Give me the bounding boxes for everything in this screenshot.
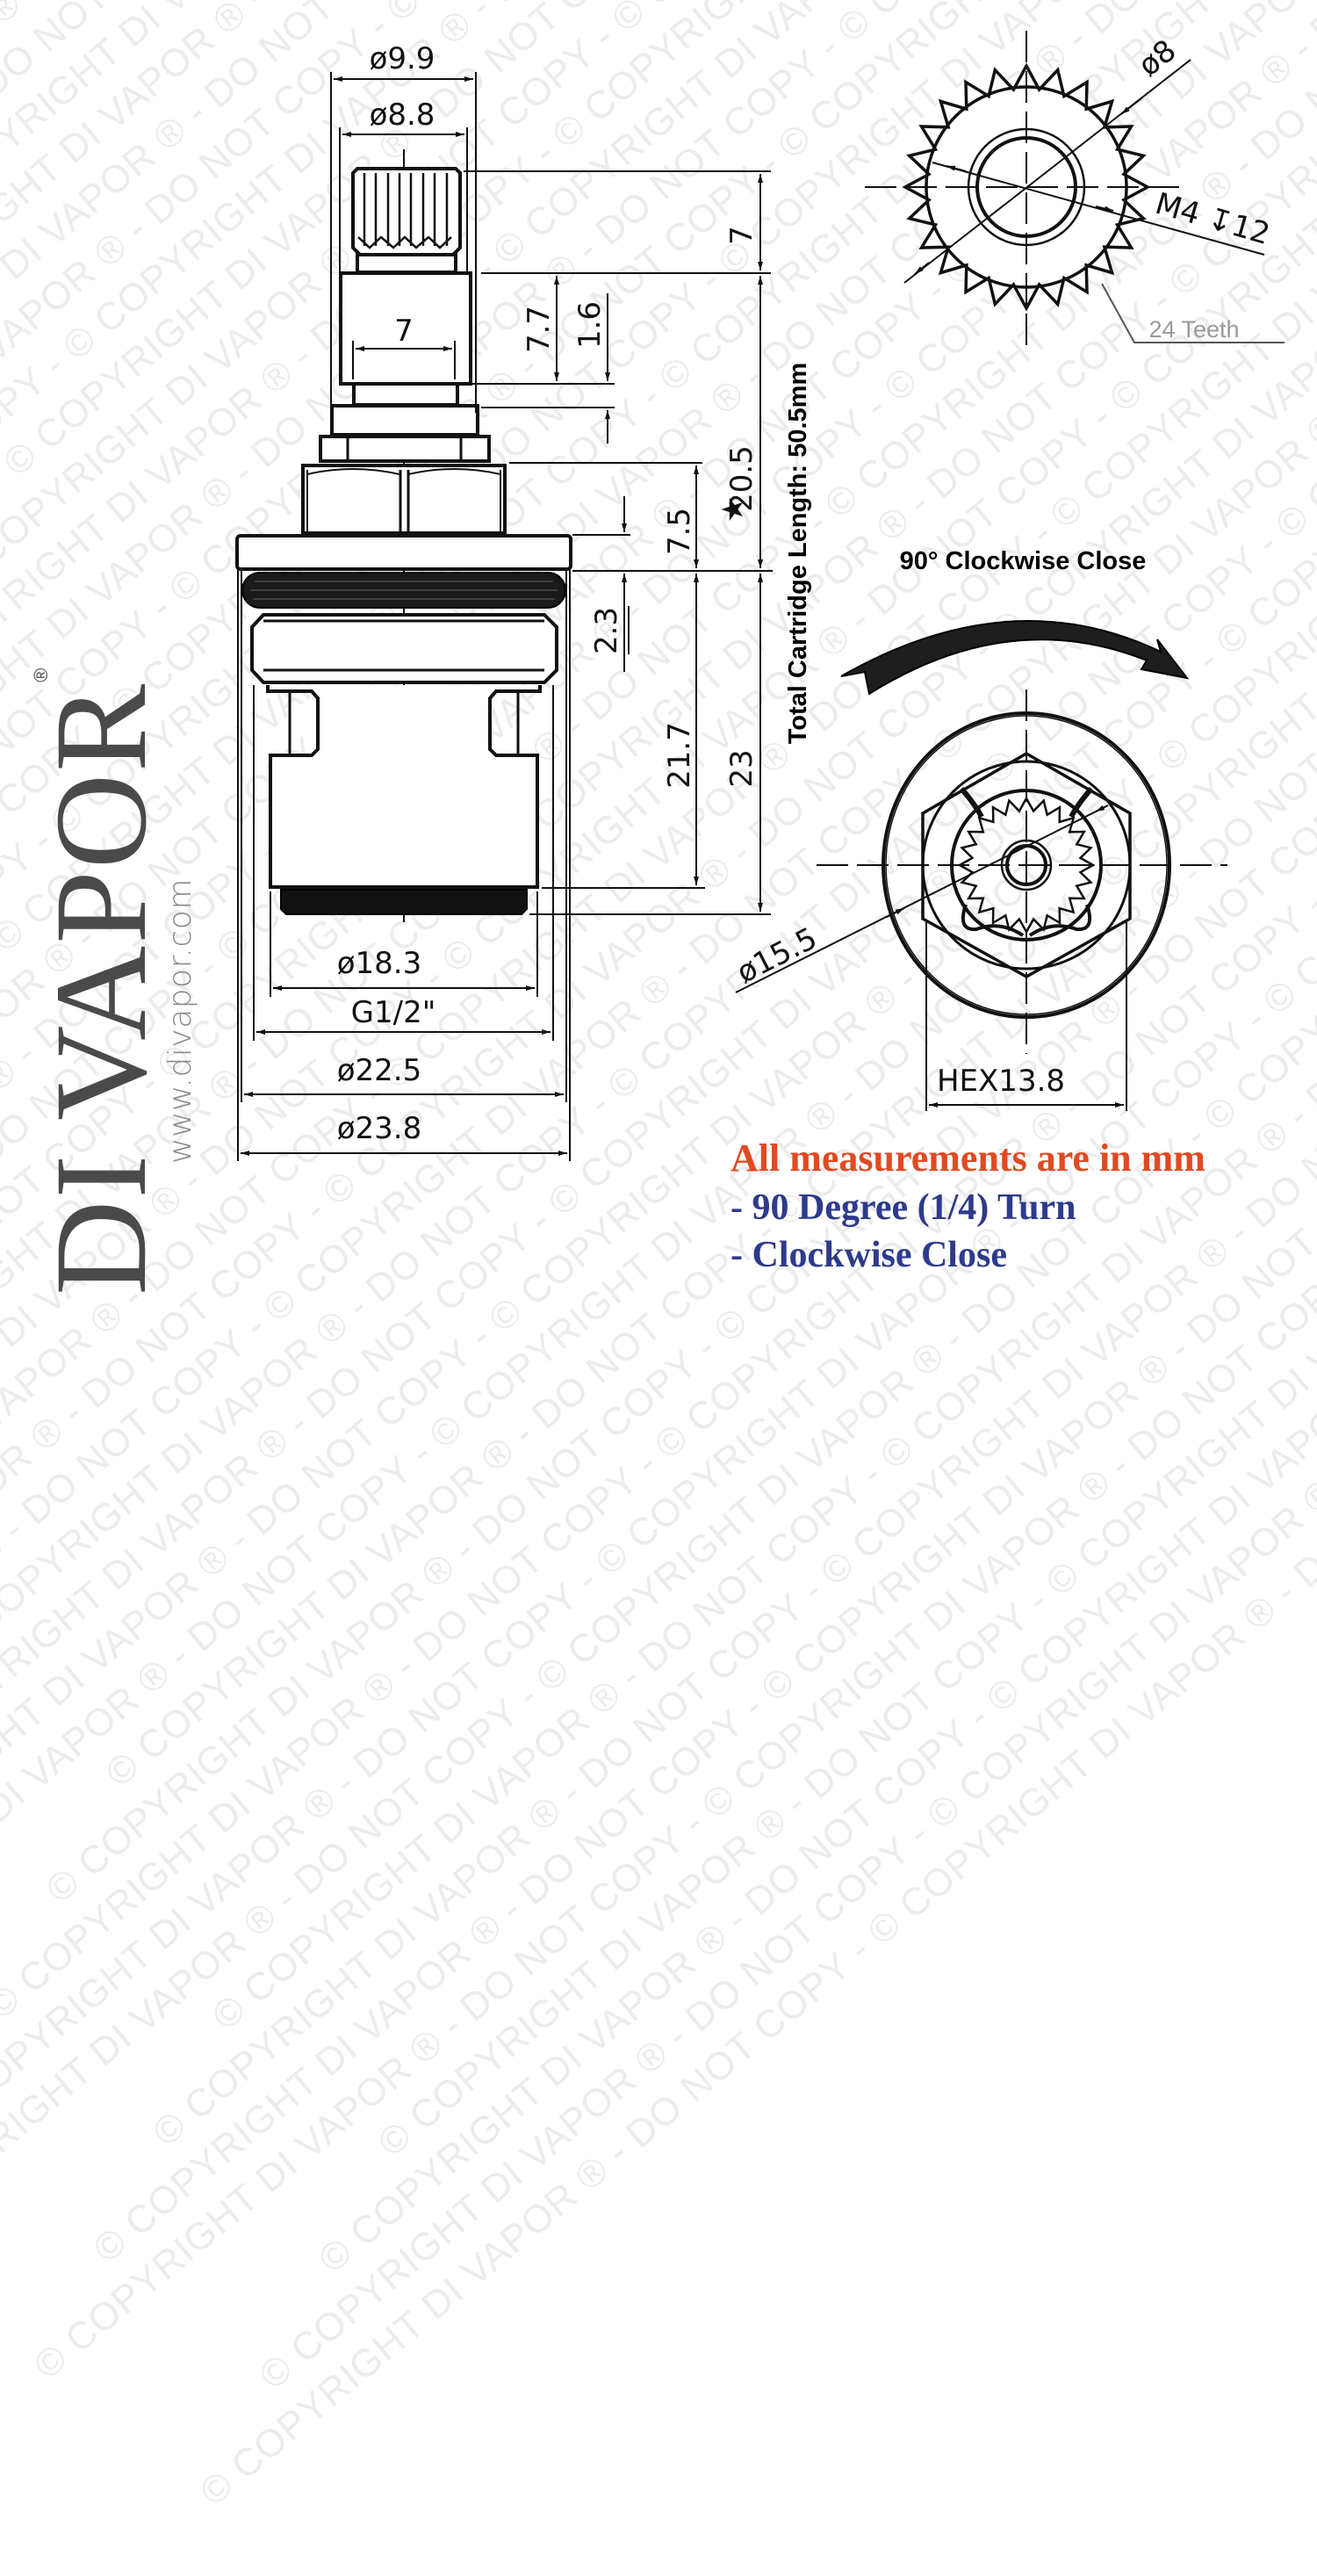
dim-thread: G1/2" [351, 995, 436, 1030]
dim-spline-height: 7 [724, 226, 759, 245]
registered-mark: ® [30, 667, 52, 682]
dim-stem-outer-diameter: ø9.9 [370, 41, 435, 76]
teeth-count-label: 24 Teeth [1148, 316, 1239, 343]
dim-oring-height: 2.3 [589, 607, 624, 654]
dim-spline-diameter: ø8.8 [370, 97, 435, 133]
dim-seal-diameter: ø18.3 [337, 946, 422, 981]
dim-stem-width: 7 [394, 314, 414, 349]
website-url[interactable]: www.divapor.com [162, 878, 198, 1164]
measurement-notes: All measurements are in mm - 90 Degree (… [730, 1133, 1205, 1279]
dim-inner-diameter: ø15.5 [731, 920, 823, 990]
note-item-close: - Clockwise Close [730, 1235, 1007, 1275]
logo-text: DI VAPOR [28, 682, 174, 1295]
divapor-logo: DI VAPOR® [28, 668, 174, 1295]
dim-flange-diameter: ø23.8 [337, 1111, 422, 1146]
dim-hex-size: HEX13.8 [937, 1064, 1065, 1099]
clockwise-arrow-icon [840, 620, 1190, 696]
dim-top-spline-diameter: ø8 [1132, 33, 1183, 84]
dim-hex-to-shoulder: 20.5 [724, 445, 759, 512]
top-view-spline [865, 31, 1285, 351]
technical-drawing: ø9.9 ø8.8 7 7 7.7 1.6 7.5 2.3 21.7 23 20… [235, 31, 1285, 1161]
dim-body-diameter: ø22.5 [337, 1053, 422, 1088]
bottom-view-cartridge [735, 689, 1227, 1111]
dim-collar-height: 1.6 [572, 301, 608, 349]
dim-stem-height: 7.7 [522, 306, 557, 353]
dim-body-height: 23 [724, 749, 759, 787]
units-note: All measurements are in mm [730, 1136, 1205, 1180]
note-item-turn: - 90 Degree (1/4) Turn [730, 1187, 1076, 1228]
star-marker-icon: ★ [716, 496, 751, 523]
side-view-dimension-lines [237, 72, 773, 1161]
dim-thread-hole: M4 ↧12 [1151, 186, 1273, 252]
side-view-cartridge [235, 149, 572, 922]
total-length-label: Total Cartridge Length: 50.5mm [784, 363, 812, 745]
rotation-direction-title: 90° Clockwise Close [900, 547, 1147, 575]
dim-flange-height: 7.5 [662, 508, 697, 555]
dim-body-height-inner: 21.7 [662, 722, 697, 789]
